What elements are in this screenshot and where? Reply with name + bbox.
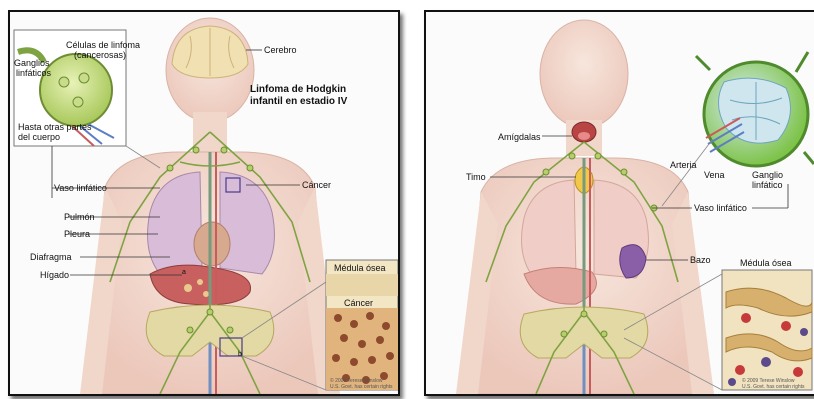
bone-marrow-inset	[326, 260, 398, 390]
label-timo: Timo	[466, 172, 486, 182]
label-vaso-linfatico: Vaso linfático	[694, 203, 747, 213]
label-diafragma: Diafragma	[30, 252, 72, 262]
marker-b: b	[238, 350, 242, 360]
label-ganglio-2: linfático	[752, 180, 783, 190]
label-celulas-linfoma-1: Células de linfoma	[66, 40, 140, 50]
marker-a: a	[182, 268, 186, 278]
label-higado: Hígado	[40, 270, 69, 280]
label-amigdalas: Amígdalas	[498, 132, 541, 142]
marrow-title: Médula ósea	[740, 258, 792, 268]
label-ganglios-1: Ganglios	[14, 58, 50, 68]
lymph-node-inset	[696, 52, 814, 166]
left-body-illustration	[10, 12, 398, 394]
bone-marrow-inset	[722, 270, 812, 390]
label-ganglios-2: linfáticos	[16, 68, 51, 78]
label-cancer: Cáncer	[302, 180, 331, 190]
left-diagram-panel: Linfoma de Hodgkin infantil en estadio I…	[8, 10, 400, 396]
marrow-cancer-label: Cáncer	[344, 298, 373, 308]
label-ganglio-1: Ganglio	[752, 170, 783, 180]
label-celulas-linfoma-2: (cancerosas)	[74, 50, 126, 60]
label-bazo: Bazo	[690, 255, 711, 265]
label-vaso-linfatico: Vaso linfático	[54, 183, 107, 193]
label-pulmon: Pulmón	[64, 212, 95, 222]
label-hasta-2: del cuerpo	[18, 132, 60, 142]
marrow-title: Médula ósea	[334, 263, 386, 273]
credit-line2: U.S. Govt. has certain rights	[742, 384, 805, 390]
diagram-title-line1: Linfoma de Hodgkin	[250, 84, 346, 95]
label-pleura: Pleura	[64, 229, 90, 239]
label-vena: Vena	[704, 170, 725, 180]
right-body-illustration	[426, 12, 814, 394]
label-cerebro: Cerebro	[264, 45, 297, 55]
right-diagram-panel: Amígdalas Timo Arteria Vena Ganglio linf…	[424, 10, 814, 396]
credit-line2: U.S. Govt. has certain rights	[330, 384, 393, 390]
label-arteria: Arteria	[670, 160, 697, 170]
diagram-title-line2: infantil en estadio IV	[250, 96, 347, 107]
label-hasta-1: Hasta otras partes	[18, 122, 92, 132]
